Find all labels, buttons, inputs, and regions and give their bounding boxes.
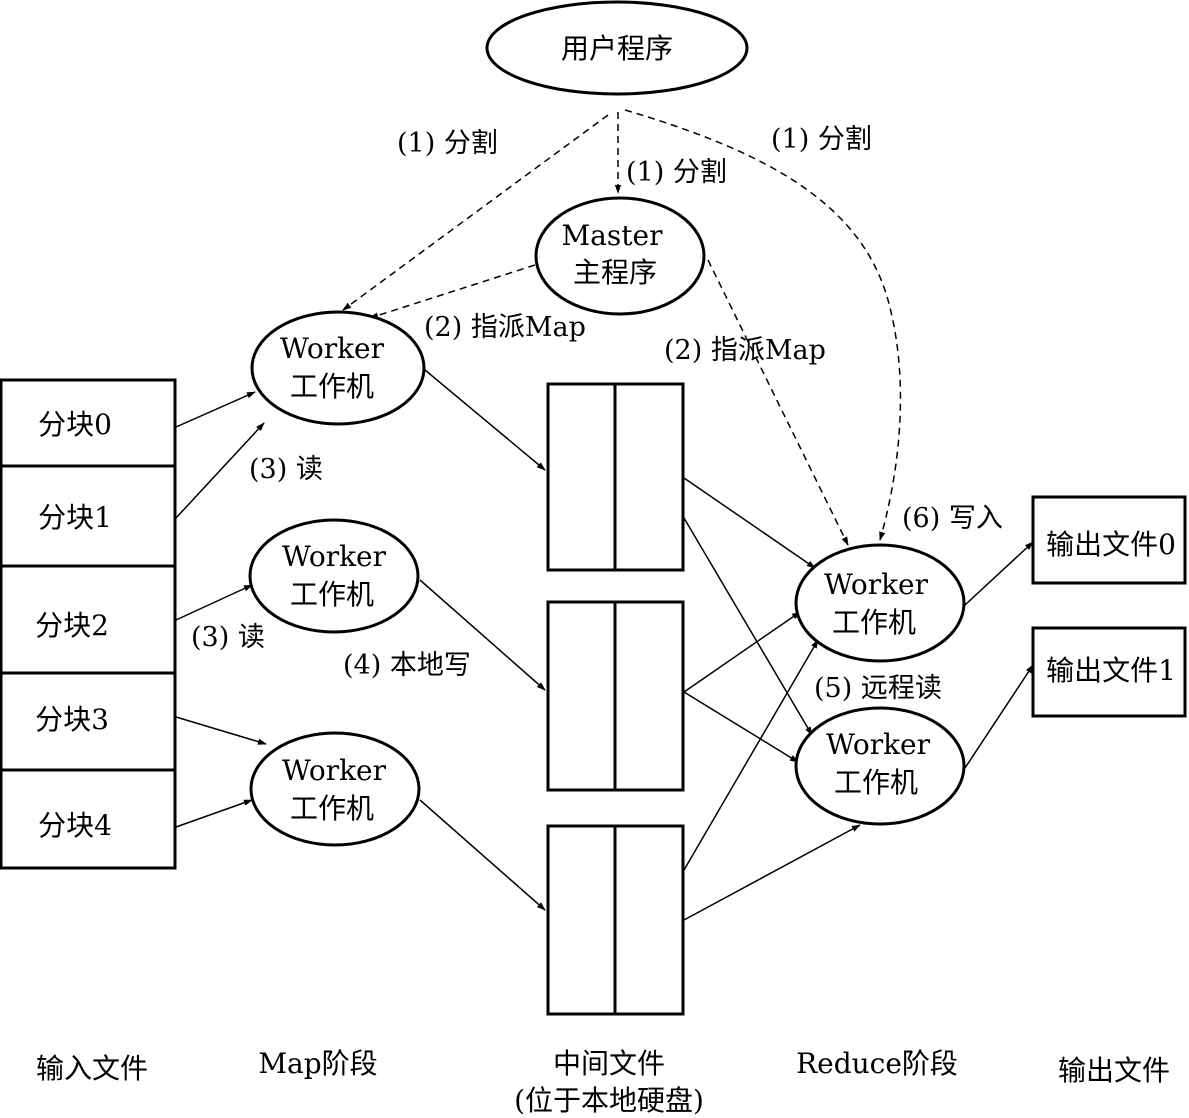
output-file-1: 输出文件1 bbox=[1031, 626, 1187, 718]
master-node: Master 主程序 bbox=[534, 196, 706, 316]
reduce-worker-2-en: Worker bbox=[826, 728, 931, 761]
edge-fork-to-map-worker bbox=[342, 114, 609, 311]
input-files: 分块0 分块1 分块2 分块3 分块4 bbox=[0, 378, 177, 870]
edge-file2-to-reduce2 bbox=[683, 691, 799, 763]
label-read-2: (3) 读 bbox=[191, 622, 265, 653]
master-label-en: Master bbox=[562, 219, 664, 252]
output-file-0: 输出文件0 bbox=[1031, 495, 1187, 585]
edge-split2-to-map2 bbox=[175, 584, 253, 621]
column-label-map: Map阶段 bbox=[258, 1047, 377, 1080]
split-4: 分块4 bbox=[38, 809, 112, 842]
column-labels: 输入文件 Map阶段 中间文件 (位于本地硬盘) Reduce阶段 输出文件 bbox=[36, 1047, 1170, 1117]
intermediate-file-2 bbox=[546, 600, 685, 792]
column-label-input: 输入文件 bbox=[36, 1052, 148, 1085]
label-assign-map: (2) 指派Map bbox=[424, 312, 586, 343]
split-0: 分块0 bbox=[38, 408, 112, 441]
reduce-worker-2: Worker 工作机 bbox=[794, 706, 966, 826]
map-worker-3-zh: 工作机 bbox=[290, 792, 374, 825]
split-1: 分块1 bbox=[38, 501, 112, 534]
output-file-1-label: 输出文件1 bbox=[1046, 654, 1176, 687]
edge-file3-to-reduce2 bbox=[683, 824, 861, 921]
edge-master-assign-map bbox=[369, 264, 536, 319]
edge-file1-to-reduce1 bbox=[683, 477, 816, 569]
map-worker-2: Worker 工作机 bbox=[248, 518, 420, 634]
label-local-write: (4) 本地写 bbox=[343, 650, 471, 681]
map-worker-2-en: Worker bbox=[282, 540, 387, 573]
map-worker-1: Worker 工作机 bbox=[250, 310, 426, 426]
edge-reduce2-to-output1 bbox=[964, 664, 1034, 769]
edge-split1-to-map1 bbox=[175, 422, 265, 519]
column-label-intermediate: 中间文件 bbox=[553, 1047, 665, 1080]
map-worker-3: Worker 工作机 bbox=[249, 731, 421, 847]
edges bbox=[175, 109, 1034, 921]
edge-labels: (1) 分割 (1) 分割 (1) 分割 (2) 指派Map (2) 指派Map… bbox=[191, 124, 1003, 704]
map-worker-3-en: Worker bbox=[282, 754, 387, 787]
label-write: (6) 写入 bbox=[902, 503, 1003, 534]
edge-fork-to-reduce-worker bbox=[624, 109, 902, 541]
label-fork-left: (1) 分割 bbox=[397, 128, 498, 159]
label-fork-right: (1) 分割 bbox=[771, 124, 872, 155]
column-label-reduce: Reduce阶段 bbox=[796, 1047, 958, 1080]
label-read-1: (3) 读 bbox=[249, 454, 323, 485]
map-worker-1-zh: 工作机 bbox=[290, 370, 374, 403]
edge-split3-to-map3 bbox=[175, 716, 267, 745]
reduce-worker-1: Worker 工作机 bbox=[794, 543, 966, 663]
edge-split0-to-map1 bbox=[175, 391, 256, 428]
edge-file3-to-reduce1 bbox=[683, 639, 819, 871]
user-program-label: 用户程序 bbox=[561, 32, 673, 65]
output-file-0-label: 输出文件0 bbox=[1046, 528, 1176, 561]
label-assign-reduce: (2) 指派Map bbox=[664, 335, 826, 366]
edge-map1-to-file1 bbox=[424, 369, 546, 471]
edge-reduce1-to-output0 bbox=[964, 541, 1034, 606]
reduce-worker-2-zh: 工作机 bbox=[834, 766, 918, 799]
intermediate-file-1 bbox=[546, 382, 685, 572]
user-program-node: 用户程序 bbox=[485, 0, 749, 96]
intermediate-file-3 bbox=[546, 824, 685, 1016]
reduce-worker-1-en: Worker bbox=[824, 568, 929, 601]
edge-master-assign-reduce bbox=[707, 259, 849, 546]
split-2: 分块2 bbox=[35, 609, 109, 642]
edge-split4-to-map3 bbox=[175, 799, 253, 828]
map-worker-2-zh: 工作机 bbox=[290, 578, 374, 611]
master-label-zh: 主程序 bbox=[573, 256, 657, 289]
edge-file1-to-reduce2 bbox=[683, 517, 813, 736]
edge-file2-to-reduce1 bbox=[683, 611, 801, 693]
label-remote-read: (5) 远程读 bbox=[814, 673, 942, 704]
label-fork-master: (1) 分割 bbox=[626, 157, 727, 188]
map-worker-1-en: Worker bbox=[280, 332, 385, 365]
split-3: 分块3 bbox=[35, 703, 109, 736]
column-label-intermediate-sub: (位于本地硬盘) bbox=[514, 1084, 704, 1117]
reduce-worker-1-zh: 工作机 bbox=[832, 606, 916, 639]
edge-map2-to-file2 bbox=[419, 579, 546, 691]
edge-map3-to-file3 bbox=[419, 799, 546, 911]
column-label-output: 输出文件 bbox=[1058, 1054, 1170, 1087]
